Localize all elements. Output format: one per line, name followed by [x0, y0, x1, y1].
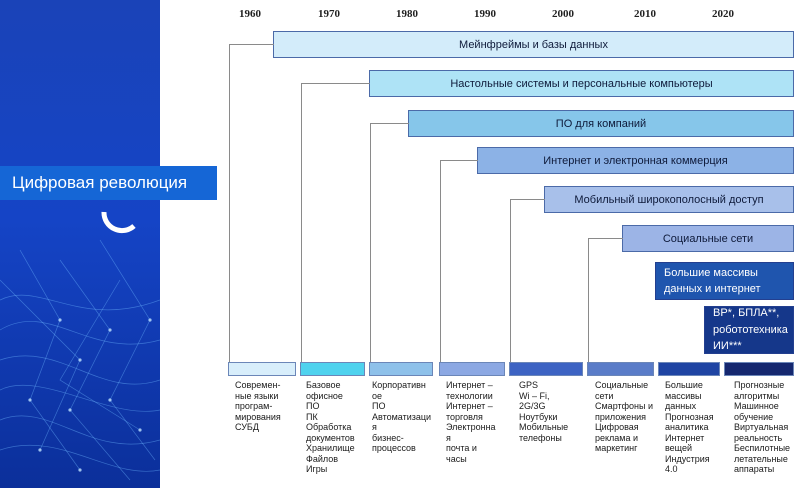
title-band: Цифровая революция: [0, 166, 217, 200]
logo-arc-icon: [101, 211, 136, 234]
timeline-connector: [301, 83, 370, 363]
timeline-bar: Настольные системы и персональные компью…: [369, 70, 794, 97]
year-label: 2010: [634, 8, 656, 20]
technology-list: Современ- ные языки програм- мирования С…: [235, 380, 281, 432]
timeline-bar: Интернет и электронная коммерция: [477, 147, 794, 174]
year-label: 1960: [239, 8, 261, 20]
timeline-bar: Социальные сети: [622, 225, 794, 252]
technology-list: Корпоративн ое ПО Автоматизаци я бизнес-…: [372, 380, 432, 453]
technology-list: Социальные сети Смартфоны и приложения Ц…: [595, 380, 653, 453]
era-strip: [300, 362, 365, 376]
decorative-network-panel: [0, 0, 160, 488]
timeline-connector: [229, 44, 274, 363]
timeline-connector: [370, 123, 409, 363]
timeline-connector: [440, 160, 478, 363]
timeline-bar: ВР*, БПЛА**, робототехника ИИ***: [704, 306, 794, 354]
era-strip: [228, 362, 296, 376]
era-strip: [369, 362, 433, 376]
year-label: 2020: [712, 8, 734, 20]
era-strip: [724, 362, 794, 376]
era-strip: [439, 362, 505, 376]
technology-list: GPS Wi – Fi, 2G/3G Ноутбуки Мобильные те…: [519, 380, 569, 443]
timeline-connector: [510, 199, 545, 363]
technology-list: Большие массивы данных Прогнозная аналит…: [665, 380, 714, 474]
year-label: 1980: [396, 8, 418, 20]
network-graphic: [0, 211, 160, 481]
technology-list: Прогнозные алгоритмы Машинное обучение В…: [734, 380, 791, 474]
timeline-bar: Мобильный широкополосный доступ: [544, 186, 794, 213]
technology-list: Базовое офисное ПО ПК Обработка документ…: [306, 380, 355, 474]
page-title: Цифровая революция: [12, 173, 188, 192]
technology-list: Интернет – технологии Интернет – торговл…: [446, 380, 496, 464]
year-label: 1970: [318, 8, 340, 20]
timeline-connector: [588, 238, 623, 363]
era-strip: [587, 362, 654, 376]
timeline-bar: Мейнфреймы и базы данных: [273, 31, 794, 58]
timeline-bar: ПО для компаний: [408, 110, 794, 137]
year-label: 1990: [474, 8, 496, 20]
year-label: 2000: [552, 8, 574, 20]
era-strip: [658, 362, 720, 376]
timeline-bar: Большие массивы данных и интернет: [655, 262, 794, 300]
era-strip: [509, 362, 583, 376]
